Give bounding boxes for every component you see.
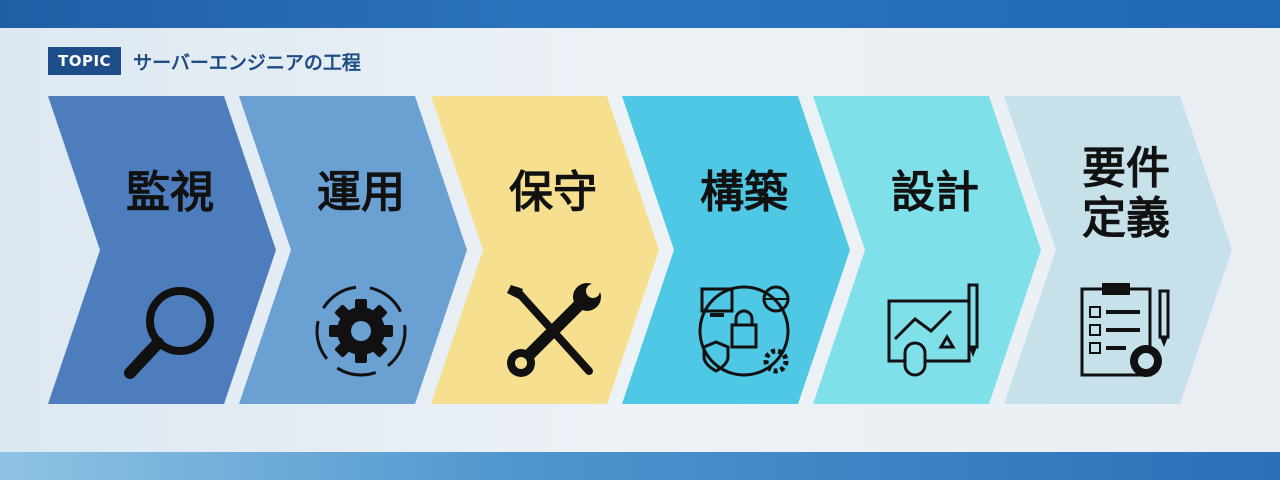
topic-title: サーバーエンジニアの工程: [133, 51, 361, 74]
wrench-screwdriver-icon: [507, 283, 601, 377]
blueprint-icon: [887, 283, 979, 377]
topic-badge: TOPIC: [48, 47, 122, 75]
gear-cycle-icon: [315, 285, 407, 377]
checklist-gear-icon: [1080, 283, 1170, 377]
network-security-icon: [698, 285, 790, 377]
bottom-band: [0, 452, 1280, 480]
step-label: 監視: [126, 167, 214, 218]
step-label: 設計: [891, 167, 979, 218]
step-label-line1: 要件: [1082, 143, 1170, 194]
topic-header: TOPIC サーバーエンジニアの工程: [48, 47, 361, 75]
step-label: 要件 定義: [1056, 144, 1196, 244]
step-label: 保守: [509, 167, 597, 218]
step-label-line2: 定義: [1082, 193, 1170, 244]
step-label: 構築: [700, 167, 788, 218]
magnifier-icon: [124, 287, 214, 379]
step-label: 運用: [317, 167, 405, 218]
